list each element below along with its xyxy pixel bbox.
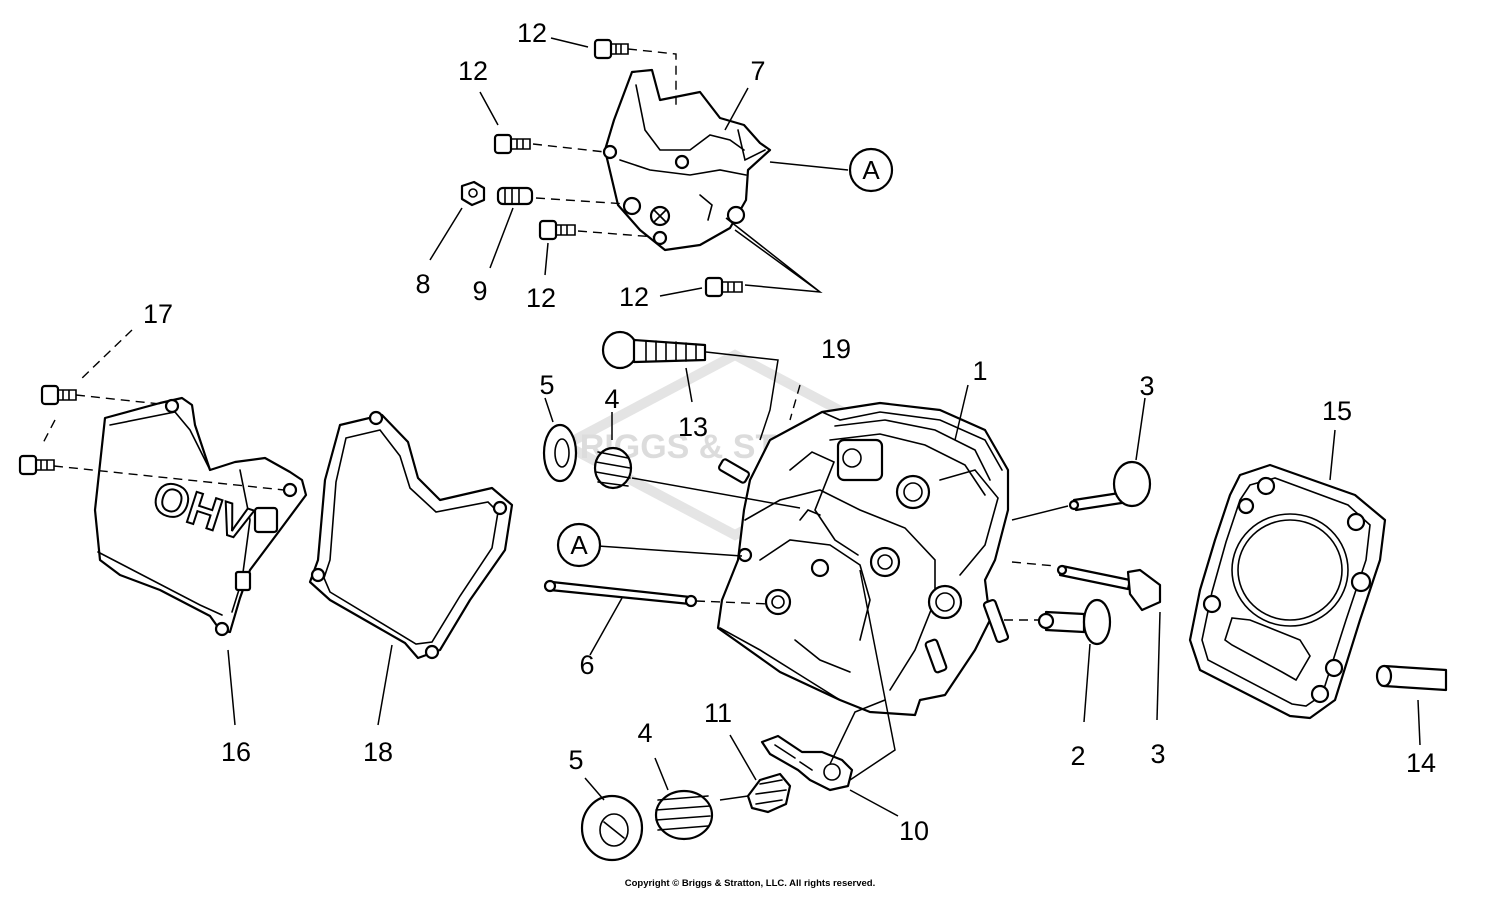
callout-12-lower: 12 [526, 283, 556, 313]
callout-1: 1 [972, 356, 987, 386]
callout-12-right: 12 [619, 282, 649, 312]
valve-spring-4-upper [593, 446, 633, 490]
callout-14: 14 [1406, 748, 1436, 778]
screw-12-left [493, 133, 531, 155]
callout-11: 11 [704, 698, 732, 728]
rocker-bracket [602, 68, 772, 252]
valve-cover: OHV [93, 396, 308, 637]
exhaust-valve-3-lower [1056, 564, 1162, 612]
callout-6: 6 [579, 650, 594, 680]
head-studs [718, 458, 1010, 674]
head-bolt-13 [601, 330, 707, 370]
callout-7: 7 [750, 56, 765, 86]
callout-4-upper: 4 [604, 384, 619, 414]
valve-cover-gasket [308, 410, 514, 660]
valve-seat-2 [1037, 598, 1112, 646]
screw-17-lower [18, 454, 55, 476]
push-rod-guide [789, 451, 859, 556]
screw-17-upper [40, 384, 77, 406]
valve-seal-11 [746, 772, 792, 814]
callout-17: 17 [143, 299, 173, 329]
spring-retainer-5-upper [542, 423, 578, 483]
cylinder-head [716, 401, 1010, 717]
callout-19: 19 [821, 334, 851, 364]
callout-5-lower: 5 [568, 745, 583, 775]
callout-12-top: 12 [517, 18, 547, 48]
screw-12-lower [538, 219, 576, 241]
callout-10: 10 [899, 816, 929, 846]
reference-a-left-label: A [570, 530, 588, 560]
reference-a-upper-label: A [862, 155, 880, 185]
callout-16: 16 [221, 737, 251, 767]
stud-9 [496, 186, 534, 206]
callout-labels: 1 2 3 3 4 4 5 5 6 7 8 9 10 11 12 12 12 1… [143, 18, 1436, 846]
dowel-pin-14 [1375, 664, 1448, 692]
reference-a-left: A [556, 522, 602, 568]
rocker-arm-10 [760, 734, 854, 792]
callout-3-lower: 3 [1150, 739, 1165, 769]
callout-2: 2 [1070, 741, 1085, 771]
copyright-notice: Copyright © Briggs & Stratton, LLC. All … [624, 878, 876, 889]
callout-8: 8 [415, 269, 430, 299]
intake-valve-3-upper [1068, 460, 1152, 512]
callout-18: 18 [363, 737, 393, 767]
push-rod-6 [543, 579, 698, 608]
callout-5-upper: 5 [539, 370, 554, 400]
valve-spring-4-lower [654, 789, 714, 841]
callout-12-left: 12 [458, 56, 488, 86]
screw-12-right [704, 276, 743, 298]
callout-3-upper: 3 [1139, 371, 1154, 401]
callout-13: 13 [678, 412, 708, 442]
callout-4-lower: 4 [637, 718, 652, 748]
nut-8 [460, 180, 486, 207]
screw-12-top [593, 38, 629, 60]
bracket-adjuster-nuts [622, 196, 671, 227]
callout-15: 15 [1322, 396, 1352, 426]
callout-9: 9 [472, 276, 487, 306]
reference-a-upper: A [848, 147, 894, 193]
head-gasket-15 [1188, 463, 1387, 720]
spring-retainer-5-lower [580, 794, 644, 862]
